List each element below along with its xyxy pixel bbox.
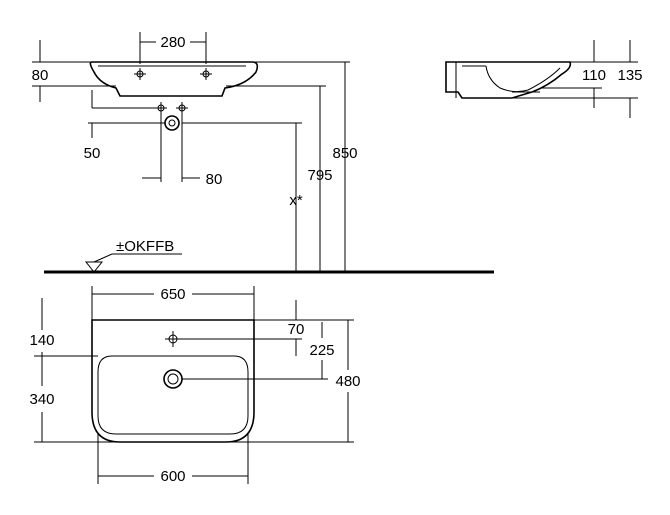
- dim-top-width-outer: 650: [160, 286, 185, 303]
- valve-left: [155, 102, 167, 114]
- dim-front-waste-offset: 50: [84, 145, 101, 162]
- front-basin-outline: [89, 61, 259, 97]
- front-tap-hole-right: [200, 68, 212, 80]
- top-waste: [163, 369, 183, 389]
- front-view: 280 80 50 80: [32, 32, 494, 274]
- dim-top-width-inner: 600: [160, 468, 185, 485]
- dim-top-back-depth: 140: [29, 332, 54, 349]
- dim-top-total-depth: 480: [335, 373, 360, 390]
- top-bowl-inner: [97, 355, 249, 435]
- dim-variable-height: x*: [289, 192, 303, 209]
- side-view: 110 135: [445, 40, 643, 118]
- dim-side-depth-outer: 135: [617, 67, 642, 84]
- dim-front-valve-spacing: 80: [206, 171, 223, 188]
- dim-top-bowl-depth: 340: [29, 391, 54, 408]
- top-tap-hole: [165, 331, 181, 347]
- front-tap-hole-left: [134, 68, 146, 80]
- dim-top-waste-offset: 225: [309, 342, 334, 359]
- dim-height-total: 850: [332, 145, 357, 162]
- top-view: 650 600 140 340 70 225 480: [29, 286, 361, 485]
- dim-front-rim-height: 80: [32, 67, 49, 84]
- valve-right: [176, 102, 188, 114]
- floor-marker: [84, 253, 182, 273]
- waste-outlet: [164, 115, 180, 131]
- floor-label: ±OKFFB: [116, 238, 174, 255]
- dim-front-tap-spacing: 280: [160, 34, 185, 51]
- side-basin-outline: [445, 61, 572, 99]
- dim-top-tap-offset: 70: [288, 321, 305, 338]
- dim-side-depth-inner: 110: [582, 67, 606, 84]
- dim-height-overflow: 795: [307, 167, 332, 184]
